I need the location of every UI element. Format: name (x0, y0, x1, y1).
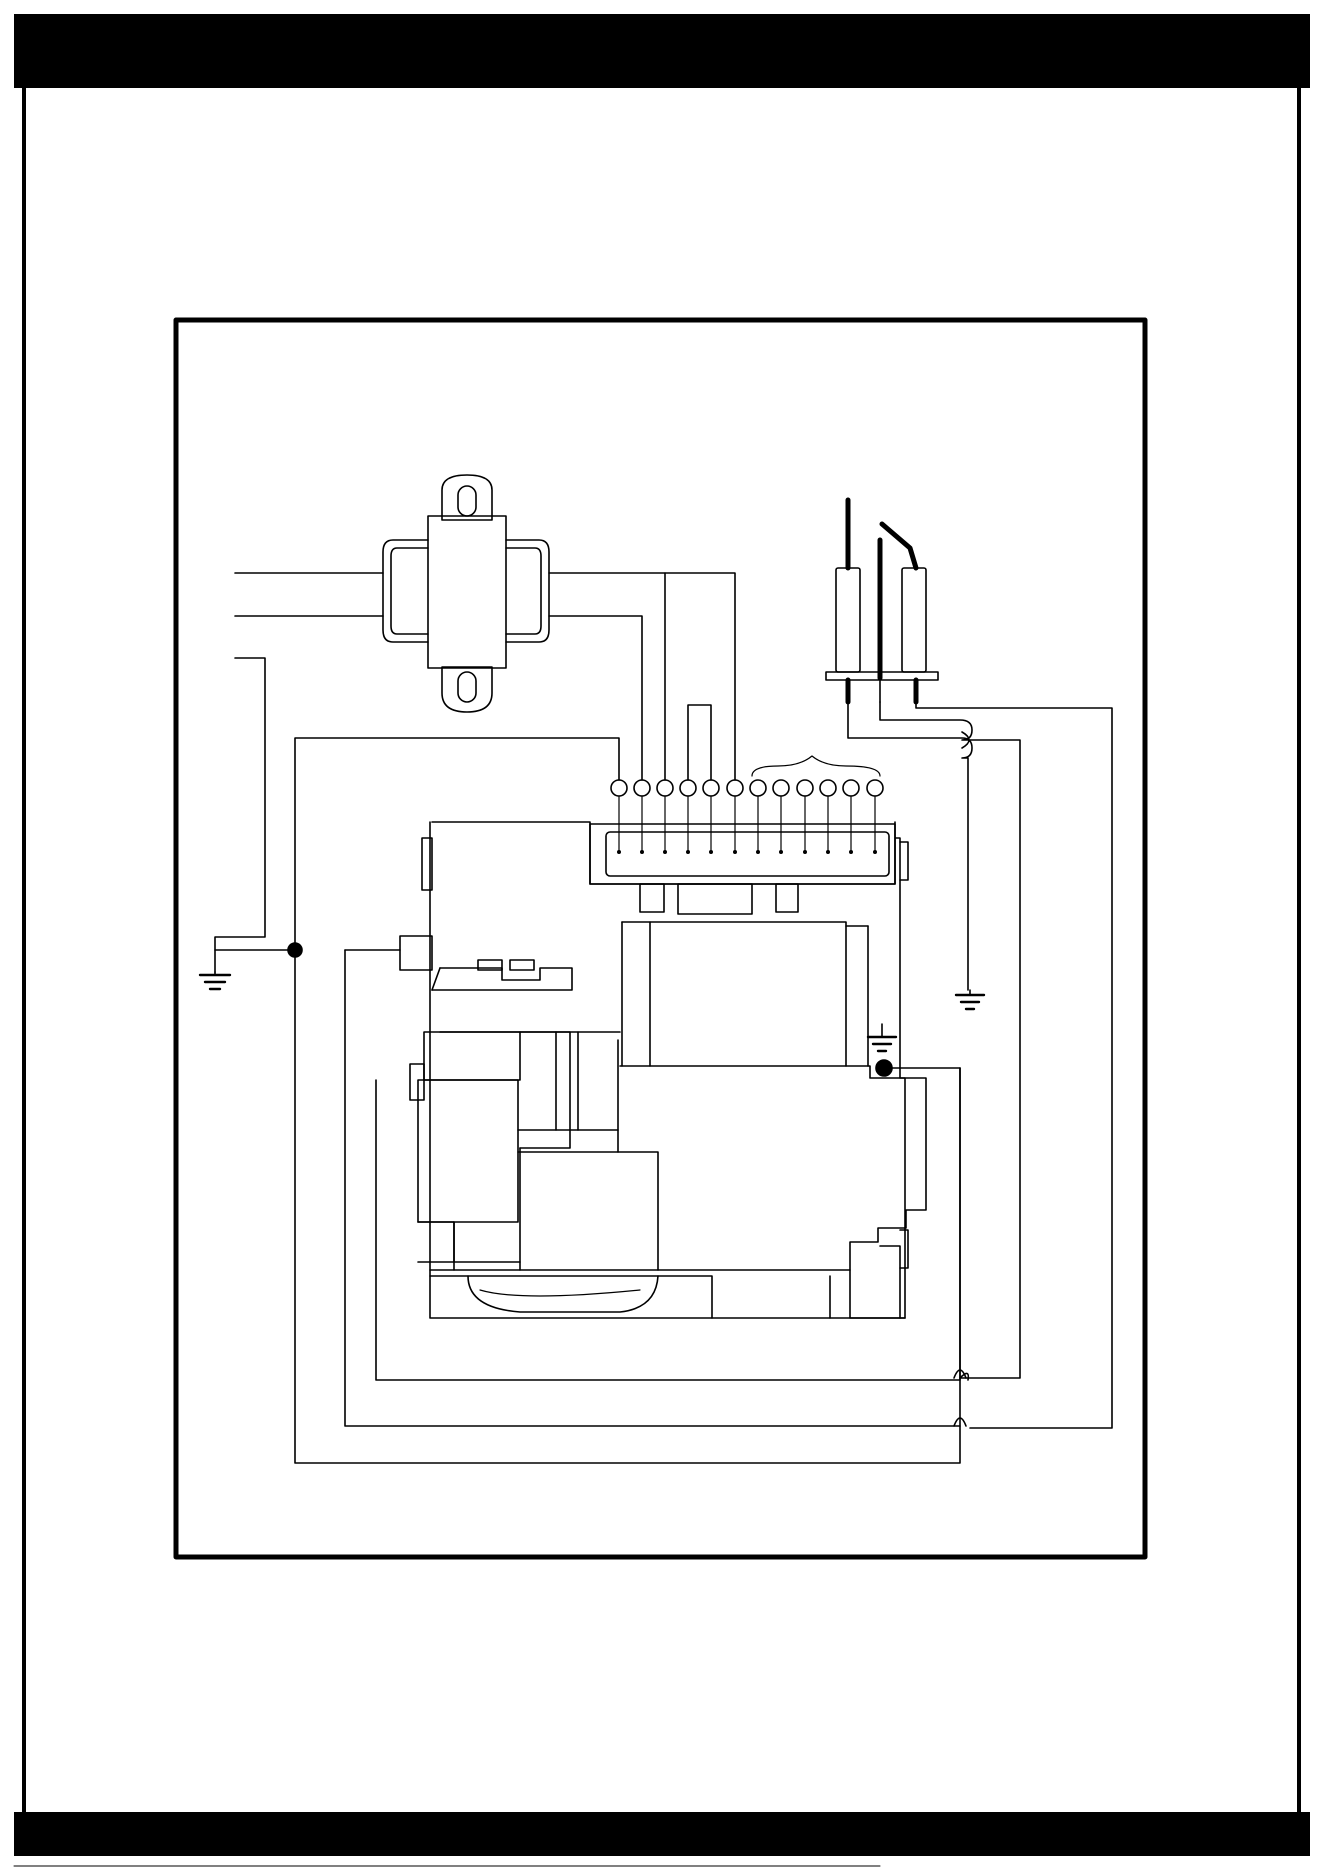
electrode-lead-middle (880, 702, 1020, 1380)
gas-valve-body (345, 822, 960, 1426)
footer-band (14, 1812, 1310, 1856)
ground-left-symbol (200, 972, 230, 989)
transformer-symbol (383, 475, 549, 712)
electrode-lead-spark (916, 702, 1112, 1428)
strip-link-bridge (688, 705, 711, 780)
ground-right-symbol (956, 990, 984, 1009)
electrode-lead-ground (848, 702, 972, 990)
ground-valve-symbol (868, 1024, 896, 1051)
terminal-strip (590, 756, 895, 884)
loop-wire-bottom (295, 950, 960, 1463)
secondary-lead-2 (549, 616, 642, 780)
spark-electrode-assembly (826, 500, 938, 702)
loop-wire-outer (295, 738, 619, 950)
header-band (14, 14, 1310, 88)
diagram-border (176, 320, 1145, 1557)
mains-earth-lead (215, 658, 265, 972)
